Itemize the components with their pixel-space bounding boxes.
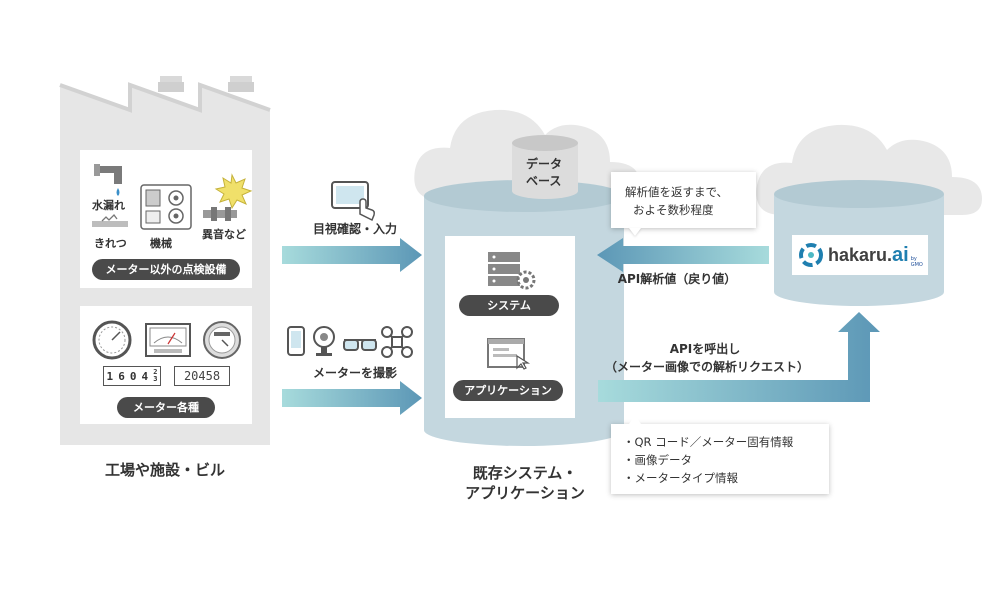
factory-caption: 工場や施設・ビル — [104, 461, 225, 479]
server-icon — [488, 252, 520, 286]
arrow-api-return — [597, 238, 769, 272]
cursor-icon — [516, 354, 531, 370]
arrow-api-call — [598, 312, 880, 402]
abnormal-sound-label: 異音など — [202, 228, 246, 241]
machine-label: 機械 — [150, 237, 172, 250]
arrow-visual-input — [282, 238, 422, 272]
sound-burst-icon — [214, 173, 253, 210]
return-time-note: 解析値を返すまで、 およそ数秒程度 — [611, 172, 756, 236]
facility-pill: メーター以外の点検設備 — [92, 259, 240, 280]
counter-digit: 4 — [141, 369, 149, 383]
note-tail-up — [629, 416, 641, 424]
meters-pill: メーター各種 — [117, 397, 215, 418]
drone-icon — [381, 326, 413, 358]
smart-glasses-icon — [343, 339, 377, 351]
api-call-label-1: APIを呼出し — [669, 342, 741, 356]
request-contents-note: ・QR コード／メーター固有情報 ・画像データ ・メータータイプ情報 — [611, 416, 829, 494]
api-return-label: API解析値（戻り値） — [617, 272, 737, 286]
hakaru-logo-box: hakaru. ai by GMO — [792, 235, 928, 275]
photo-capture-label: メーターを撮影 — [312, 366, 397, 380]
hakaru-logo-ai: ai — [892, 243, 909, 266]
note-tail — [629, 228, 641, 236]
counter-digit-top: 2 — [153, 368, 158, 376]
database-icon — [512, 135, 578, 199]
counter-digit: 6 — [118, 369, 125, 383]
system-pill: システム — [459, 295, 559, 316]
request-item: ・画像データ — [623, 453, 692, 467]
request-item: ・メータータイプ情報 — [623, 471, 738, 485]
counter-digit: 1 — [106, 369, 114, 383]
system-caption-2: アプリケーション — [465, 484, 585, 502]
pressure-gauge-icon — [92, 320, 132, 360]
water-leak-label: 水漏れ — [92, 199, 125, 212]
return-time-line2: およそ数秒程度 — [633, 203, 714, 217]
arrow-photo-capture — [282, 381, 422, 415]
hakaru-logo-sub: by GMO — [910, 256, 923, 268]
crack-label: きれつ — [94, 237, 127, 250]
analog-meter-icon — [145, 323, 191, 357]
crack-icon — [92, 214, 128, 227]
database-label-1: データ — [526, 157, 563, 171]
pipe-icon — [203, 207, 237, 221]
request-item: ・QR コード／メーター固有情報 — [623, 435, 794, 449]
system-caption-1: 既存システム・ — [472, 464, 578, 482]
dial-meter-icon — [203, 321, 241, 359]
database-label-2: ベース — [526, 174, 562, 188]
counter-digit: 0 — [129, 369, 137, 383]
smartphone-icon — [287, 326, 305, 356]
return-time-line1: 解析値を返すまで、 — [625, 185, 729, 199]
gear-icon — [516, 270, 536, 290]
api-call-label-2: （メーター画像での解析リクエスト） — [604, 360, 809, 374]
hakaru-logo-icon — [799, 243, 823, 267]
machine-icon — [140, 184, 192, 230]
visual-input-label: 目視確認・入力 — [312, 222, 397, 236]
hakaru-logo-text: hakaru. — [828, 244, 893, 265]
digital-counter-2: 20458 — [174, 366, 230, 386]
application-pill: アプリケーション — [453, 380, 563, 401]
webcam-icon — [313, 326, 335, 356]
tablet-touch-icon — [331, 181, 375, 222]
counter-digit-bottom: 3 — [153, 375, 158, 383]
faucet-icon — [94, 164, 122, 196]
